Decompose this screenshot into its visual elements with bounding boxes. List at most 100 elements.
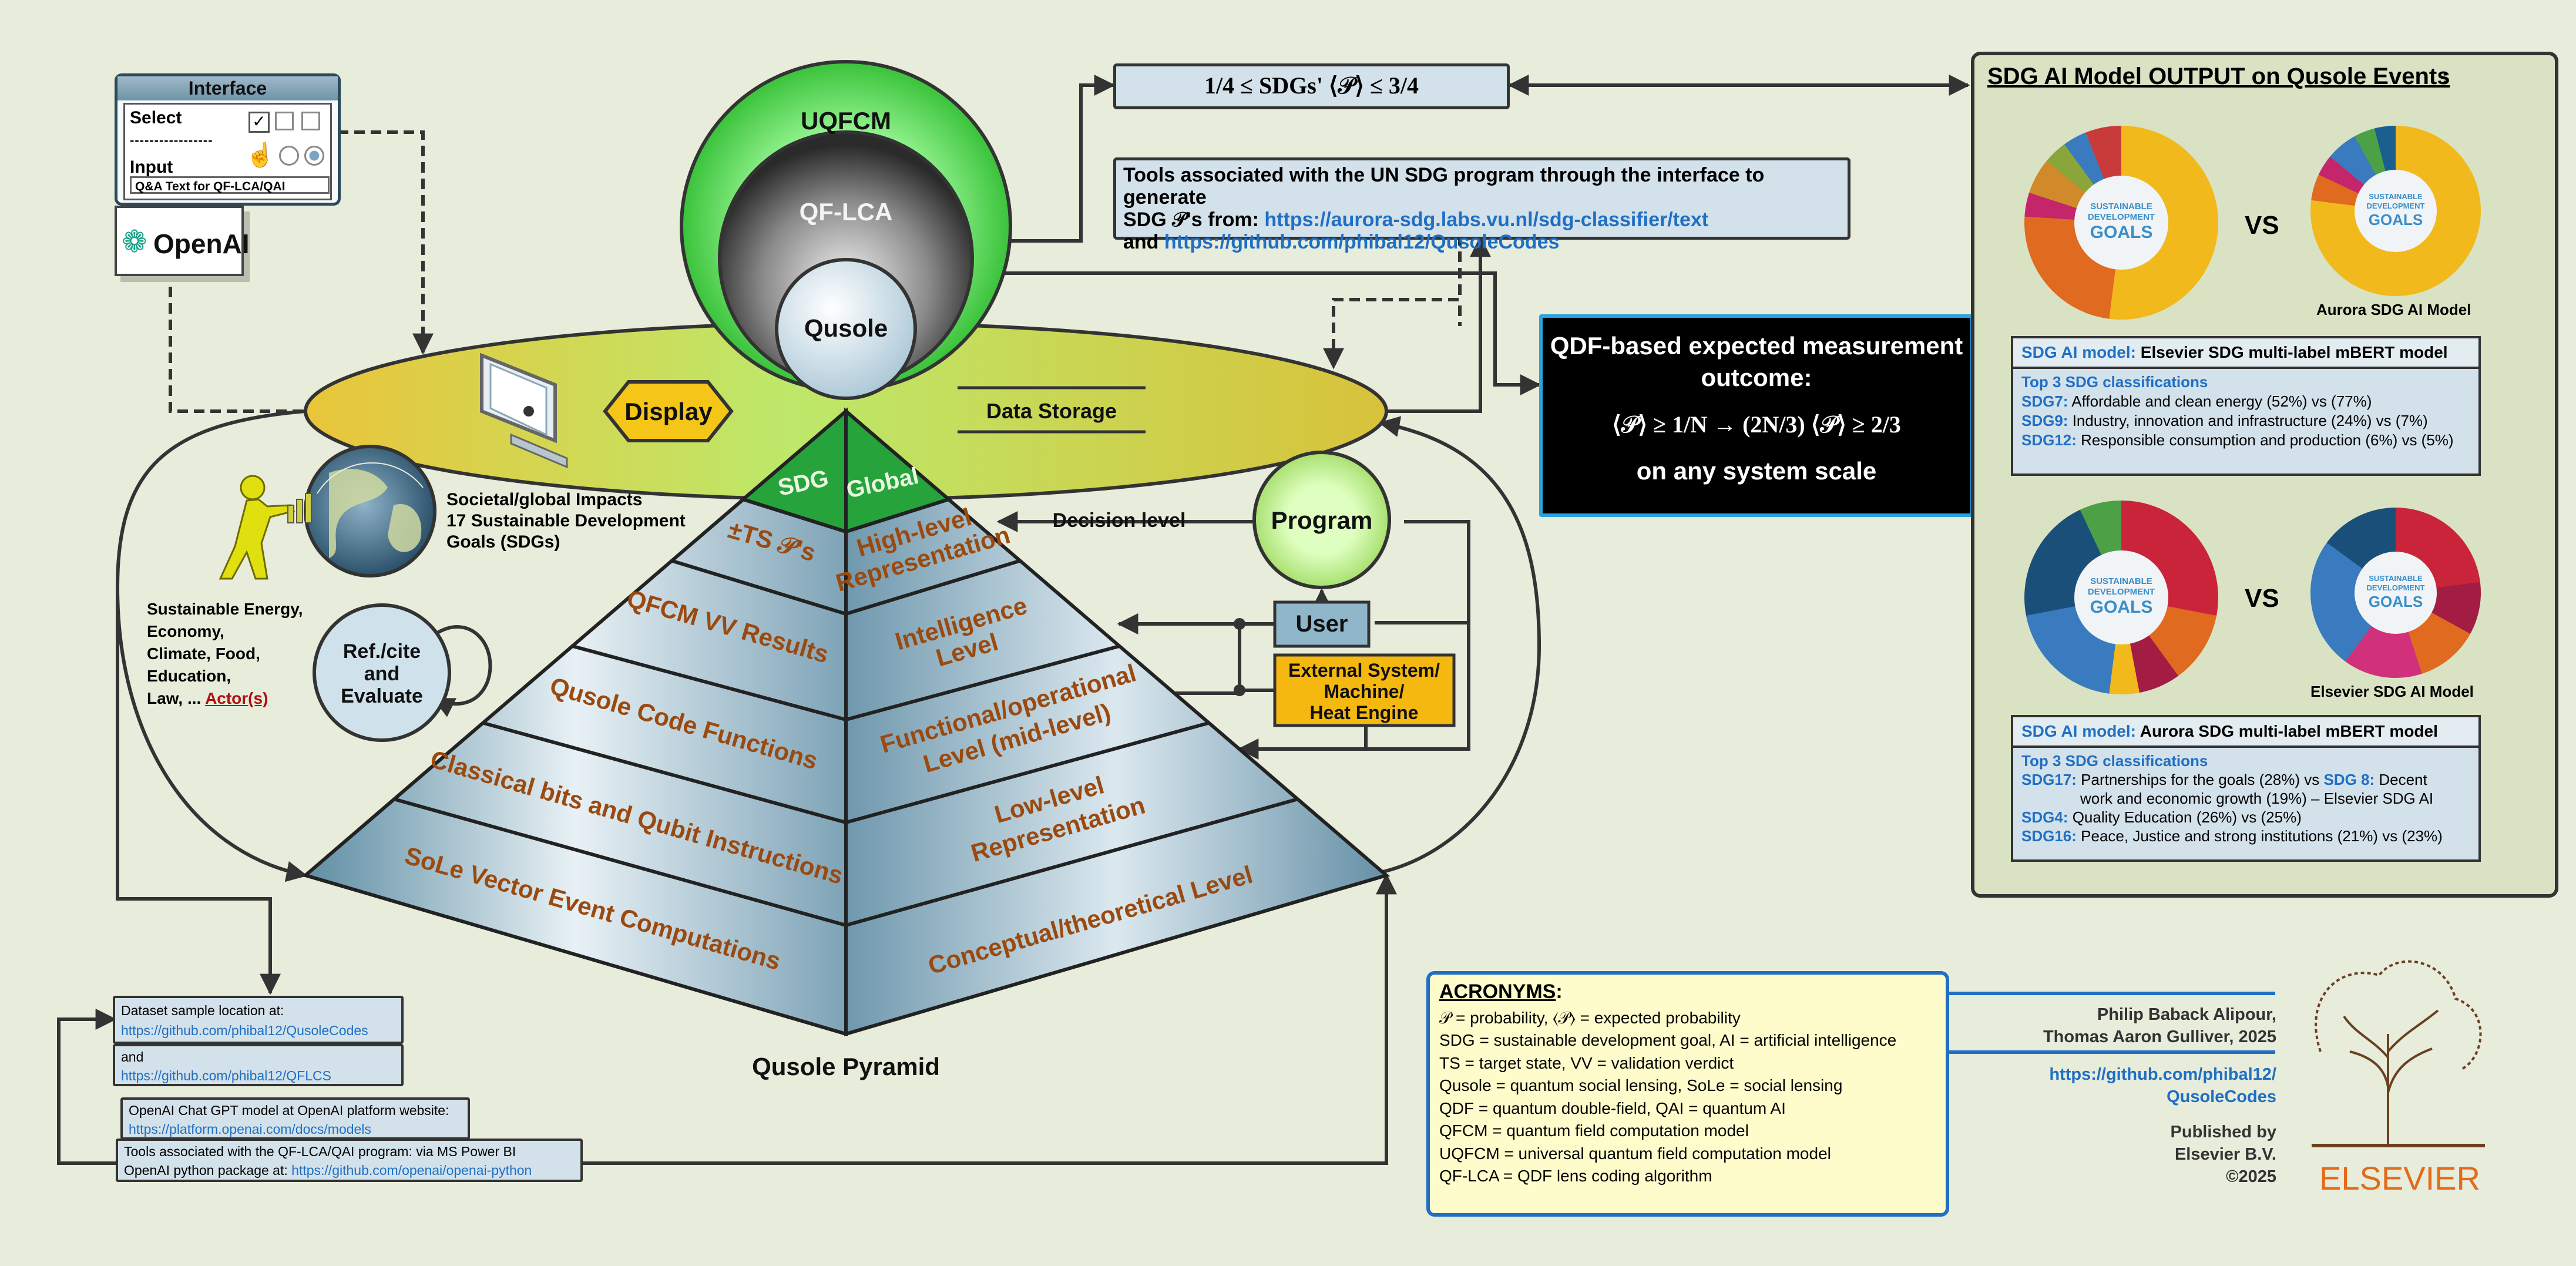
- credit-rule: [1949, 992, 2275, 995]
- external-system-box[interactable]: External System/ Machine/ Heat Engine: [1273, 653, 1456, 727]
- sdg-goals-logo: SUSTAINABLE DEVELOPMENT GOALS: [2074, 176, 2168, 270]
- user-box[interactable]: User: [1273, 600, 1371, 648]
- title-colon: :: [2441, 63, 2450, 89]
- publisher: Elsevier B.V.: [2174, 1145, 2276, 1164]
- ref-cite-line3: Evaluate: [341, 685, 423, 707]
- sdg-donut-aurora-1: SUSTAINABLE DEVELOPMENT GOALS: [2310, 126, 2481, 296]
- junction-dot: [1234, 684, 1245, 696]
- qusole-circle[interactable]: [775, 258, 917, 400]
- acronym-line: QF-LCA = QDF lens coding algorithm: [1439, 1167, 1712, 1185]
- model-prefix: SDG AI model:: [2021, 722, 2140, 740]
- sdg-panel-title: SDG AI Model OUTPUT on Qusole Events: [1987, 63, 2450, 89]
- probability-range-box[interactable]: 1/4 ≤ SDGs' ⟨𝒫⟩ ≤ 3/4: [1113, 63, 1510, 109]
- credits-link2[interactable]: QusoleCodes: [2167, 1087, 2276, 1106]
- data-storage-box[interactable]: Data Storage: [958, 386, 1146, 434]
- model-box-1: SDG AI model: Elsevier SDG multi-label m…: [2011, 336, 2481, 476]
- acronym-line: QDF = quantum double-field, QAI = quantu…: [1439, 1099, 1786, 1117]
- model-name: Elsevier SDG multi-label mBERT model: [2140, 343, 2448, 361]
- acronym-line: 𝒫 = probability, ⟨𝒫⟩ = expected probabil…: [1439, 1008, 1741, 1027]
- credits-link1[interactable]: https://github.com/phibal12/: [2049, 1065, 2276, 1084]
- top3-heading: Top 3 SDG classifications: [2021, 373, 2208, 391]
- goals-text: DEVELOPMENT: [2087, 587, 2155, 597]
- qflca-label: QF-LCA: [800, 198, 893, 226]
- sdg-donut-aurora-2: SUSTAINABLE DEVELOPMENT GOALS: [2310, 508, 2481, 678]
- credit-rule: [1949, 1050, 2275, 1054]
- aurora-link[interactable]: https://aurora-sdg.labs.vu.nl/sdg-classi…: [1264, 209, 1709, 231]
- model-prefix: SDG AI model:: [2021, 343, 2141, 361]
- dataset-link-qusole[interactable]: https://github.com/phibal12/QusoleCodes: [121, 1023, 368, 1038]
- interface-title: Interface: [117, 76, 338, 100]
- model-box-2-header: SDG AI model: Aurora SDG multi-label mBE…: [2013, 717, 2478, 748]
- data-storage-label: Data Storage: [986, 399, 1117, 423]
- impacts-text: Societal/global Impacts 17 Sustainable D…: [446, 490, 686, 552]
- goals-text: SUSTAINABLE: [2369, 574, 2423, 583]
- input-label: Input: [130, 157, 173, 177]
- dash-separator: -----------------: [130, 133, 213, 147]
- monitor-icon: [480, 352, 568, 469]
- sdg-goals-logo: SUSTAINABLE DEVELOPMENT GOALS: [2355, 170, 2437, 252]
- sdg-donut-elsevier-2: SUSTAINABLE DEVELOPMENT GOALS: [2024, 501, 2218, 694]
- acronym-line: TS = target state, VV = validation verdi…: [1439, 1053, 1734, 1072]
- actor-figure-icon: [219, 475, 295, 580]
- display-badge[interactable]: Display: [603, 380, 734, 442]
- checkbox-checked[interactable]: ✓: [248, 112, 270, 133]
- goals-text: GOALS: [2368, 593, 2423, 610]
- openai-python-link[interactable]: https://github.com/openai/openai-python: [291, 1163, 532, 1178]
- tools-powerbi-box[interactable]: Tools associated with the QF-LCA/QAI pro…: [116, 1139, 583, 1182]
- vs-label: VS: [2245, 584, 2279, 613]
- model-name: Aurora SDG multi-label mBERT model: [2140, 722, 2438, 740]
- checkbox-empty[interactable]: [301, 112, 320, 130]
- radio-selected[interactable]: [304, 146, 324, 166]
- vs-label: VS: [2245, 211, 2279, 240]
- model-box-2: SDG AI model: Aurora SDG multi-label mBE…: [2011, 715, 2481, 862]
- interface-panel[interactable]: Interface Select ✓ ----------------- ☝ I…: [115, 73, 341, 206]
- qusole-label: Qusole: [804, 314, 888, 342]
- goals-text: GOALS: [2368, 211, 2423, 229]
- goals-text: SUSTAINABLE: [2090, 202, 2152, 211]
- dataset-box-2[interactable]: and https://github.com/phibal12/QFLCS: [113, 1044, 404, 1086]
- goals-text: DEVELOPMENT: [2087, 212, 2155, 222]
- tools-text: Tools associated with the QF-LCA/QAI pro…: [124, 1144, 516, 1159]
- sdg-tools-box[interactable]: Tools associated with the UN SDG program…: [1113, 157, 1850, 253]
- elsevier-tree-logo: [2312, 960, 2485, 1147]
- sdg-goals-logo: SUSTAINABLE DEVELOPMENT GOALS: [2355, 552, 2437, 634]
- ref-cite-node[interactable]: Ref./cite and Evaluate: [313, 603, 451, 742]
- sdg-item: SDG7: Affordable and clean energy (52%) …: [2021, 392, 2372, 410]
- qa-text-input[interactable]: Q&A Text for QF-LCA/QAI: [130, 176, 330, 194]
- goals-text: SUSTAINABLE: [2369, 192, 2423, 201]
- goals-text: GOALS: [2090, 223, 2153, 242]
- acronyms-box: ACRONYMS: 𝒫 = probability, ⟨𝒫⟩ = expecte…: [1426, 971, 1949, 1217]
- program-node[interactable]: Program: [1252, 451, 1391, 589]
- tools-line1: Tools associated with the UN SDG program…: [1123, 164, 1765, 209]
- openai-text: OpenAI Chat GPT model at OpenAI platform…: [129, 1103, 449, 1118]
- actors-link[interactable]: Actor(s): [205, 689, 268, 707]
- dataset-box-1[interactable]: Dataset sample location at: https://gith…: [113, 996, 404, 1044]
- tools-line2-prefix: SDG 𝒫's from:: [1123, 209, 1265, 231]
- openai-models-box[interactable]: OpenAI Chat GPT model at OpenAI platform…: [120, 1097, 470, 1140]
- external-system-line1: External System/: [1288, 660, 1440, 681]
- openai-models-link[interactable]: https://platform.openai.com/docs/models: [129, 1121, 371, 1137]
- published-by: Published by: [2170, 1123, 2276, 1141]
- qusole-pyramid: [301, 407, 1391, 1037]
- openai-logo-box: ❁ OpenAI: [115, 206, 250, 276]
- github-link[interactable]: https://github.com/phibal12/QusoleCodes: [1164, 231, 1560, 253]
- sdg-item: SDG17: Partnerships for the goals (28%) …: [2021, 771, 2427, 788]
- aurora-caption: Aurora SDG AI Model: [2316, 301, 2471, 318]
- copyright: ©2025: [2226, 1167, 2276, 1186]
- external-system-line2: Machine/: [1324, 681, 1405, 702]
- program-label: Program: [1271, 506, 1373, 534]
- qdf-line1: QDF-based expected measurement: [1550, 332, 1963, 360]
- qdf-line2: outcome:: [1701, 364, 1812, 391]
- tools-line3-prefix: and: [1123, 231, 1164, 253]
- dataset-link-qflcs[interactable]: https://github.com/phibal12/QFLCS: [121, 1068, 331, 1083]
- goals-text: DEVELOPMENT: [2366, 202, 2425, 210]
- radio-empty[interactable]: [279, 146, 299, 166]
- qdf-outcome-box[interactable]: QDF-based expected measurement outcome: …: [1539, 314, 1974, 517]
- checkbox-empty[interactable]: [275, 112, 294, 130]
- circle-stack[interactable]: UQFCM QF-LCA Qusole: [680, 60, 1012, 400]
- dataset-text: Dataset sample location at:: [121, 1003, 284, 1018]
- sdg-goals-logo: SUSTAINABLE DEVELOPMENT GOALS: [2074, 550, 2168, 644]
- ref-cite-line1: Ref./cite: [343, 640, 421, 663]
